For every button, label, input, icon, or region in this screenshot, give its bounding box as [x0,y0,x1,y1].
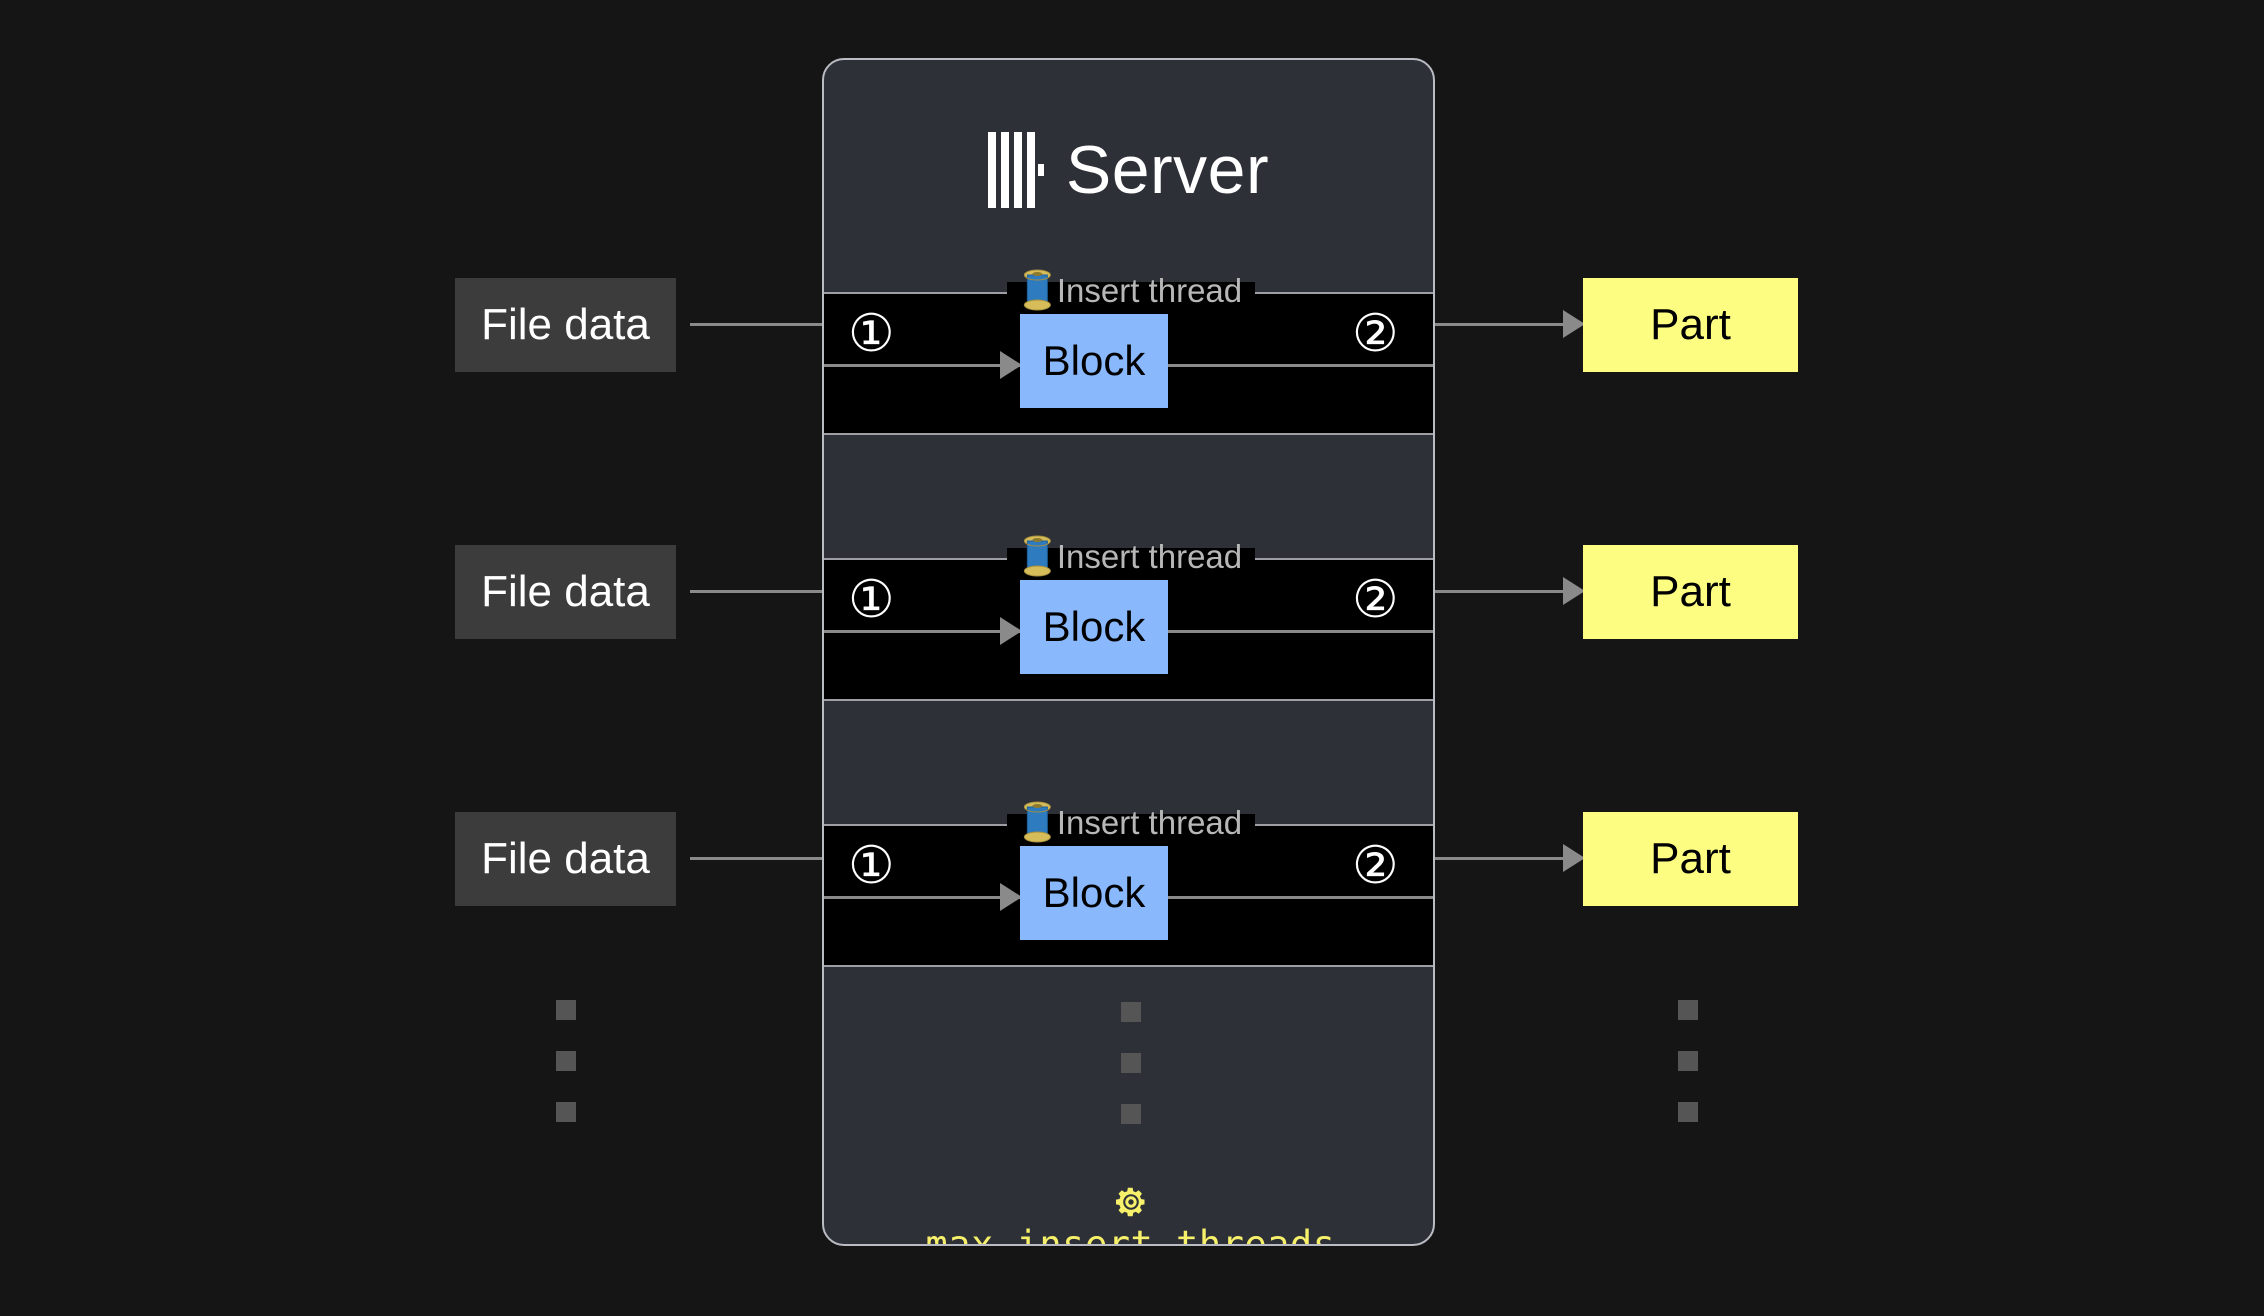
part-box-3: Part [1583,812,1798,906]
setting-name-label: max_insert_threads [925,1223,1336,1246]
insert-thread-text: Insert thread [1056,803,1243,841]
arrowhead-to-block-3 [1000,883,1022,911]
ellipsis-dot [1121,1053,1141,1073]
insert-thread-label-2: Insert thread [1019,534,1242,578]
connector-file-to-server-2 [690,590,836,593]
part-label: Part [1650,834,1731,883]
block-box-2: Block [1020,580,1168,674]
file-data-label: File data [481,834,650,883]
clickhouse-logo-icon [987,132,1044,208]
step-marker-3-in: ① [848,837,895,895]
arrowhead-to-part-2 [1563,577,1585,605]
max-insert-threads-setting: max_insert_threads [824,1184,1433,1246]
thread-spool-icon [1023,801,1051,843]
connector-server-to-part-1 [1430,323,1566,326]
connector-file-to-server-3 [690,857,836,860]
ellipsis-dots-center [1121,1002,1141,1124]
insert-thread-row-1: Insert thread ① ② Block [824,266,1433,435]
connector-server-to-part-2 [1430,590,1566,593]
insert-thread-row-3: Insert thread ① ② Block [824,798,1433,967]
ellipsis-dot [1678,1051,1698,1071]
part-label: Part [1650,567,1731,616]
arrowhead-to-part-1 [1563,310,1585,338]
label-mask-upper [1006,532,1255,550]
arrowhead-to-block-1 [1000,351,1022,379]
step-marker-2-out: ② [1352,571,1399,629]
ellipsis-dot [1121,1002,1141,1022]
insert-thread-text: Insert thread [1056,271,1243,309]
label-mask-upper [1006,266,1255,284]
arrowhead-to-block-2 [1000,617,1022,645]
ellipsis-dot [556,1051,576,1071]
file-data-box-1: File data [455,278,676,372]
ellipsis-dot [1121,1104,1141,1124]
arrowhead-to-part-3 [1563,844,1585,872]
step-marker-1-out: ② [1352,305,1399,363]
file-data-label: File data [481,300,650,349]
block-box-1: Block [1020,314,1168,408]
ellipsis-dot [1678,1102,1698,1122]
block-label: Block [1042,603,1146,650]
thread-spool-icon [1023,269,1051,311]
block-label: Block [1042,869,1146,916]
insert-thread-text: Insert thread [1056,537,1243,575]
file-data-box-2: File data [455,545,676,639]
connector-server-to-part-3 [1430,857,1566,860]
connector-file-to-server-1 [690,323,836,326]
gear-icon [1115,1187,1144,1217]
insert-thread-label-3: Insert thread [1019,800,1242,844]
server-title: Server [824,122,1433,218]
server-container: Server Insert thread ① ② [822,58,1435,1246]
block-box-3: Block [1020,846,1168,940]
ellipsis-dot [1678,1000,1698,1020]
thread-spool-icon [1023,535,1051,577]
label-mask-upper [1006,798,1255,816]
part-label: Part [1650,300,1731,349]
part-box-1: Part [1583,278,1798,372]
ellipsis-dots-left [556,1000,576,1122]
step-marker-3-out: ② [1352,837,1399,895]
ellipsis-dot [556,1102,576,1122]
server-title-label: Server [1065,132,1270,208]
insert-thread-row-2: Insert thread ① ② Block [824,532,1433,701]
insert-thread-label-1: Insert thread [1019,268,1242,312]
part-box-2: Part [1583,545,1798,639]
ellipsis-dot [556,1000,576,1020]
ellipsis-dots-right [1678,1000,1698,1122]
block-label: Block [1042,337,1146,384]
file-data-label: File data [481,567,650,616]
file-data-box-3: File data [455,812,676,906]
step-marker-1-in: ① [848,305,895,363]
step-marker-2-in: ① [848,571,895,629]
